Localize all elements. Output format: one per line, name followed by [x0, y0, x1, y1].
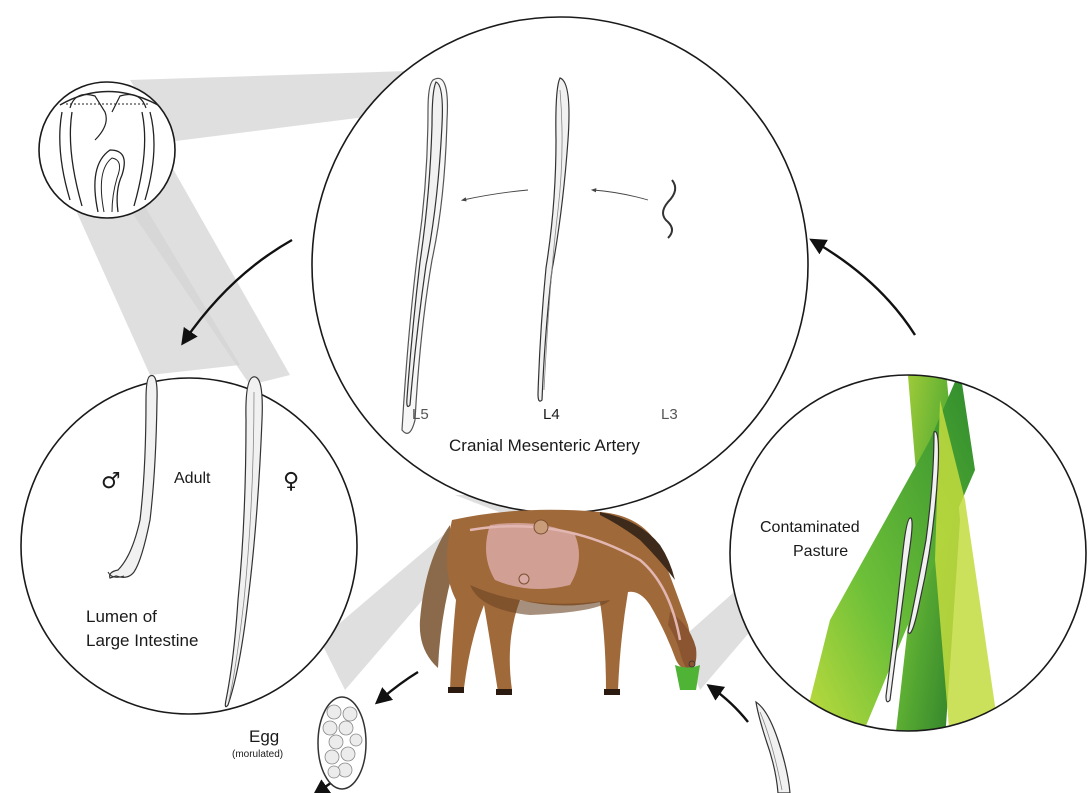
female-symbol: ♀ [283, 469, 299, 494]
adult-label: Adult [174, 470, 211, 487]
morulated-egg-icon [318, 697, 366, 789]
adult-inset: ♂ ♀ Adult Lumen of Large Intestine [21, 376, 357, 715]
arrow-larva-to-horse [712, 688, 748, 722]
pasture-inset: Contaminated Pasture [730, 340, 1086, 740]
egg-label: Egg [249, 727, 279, 746]
stage-label-l3: L3 [661, 406, 678, 423]
egg-sublabel: (morulated) [232, 749, 283, 760]
artery-inset: L5 L4 L3 Cranial Mesenteric Artery [312, 17, 808, 513]
mouthparts-inset [39, 82, 175, 218]
stage-label-l4: L4 [543, 406, 560, 423]
arrow-horse-to-egg [380, 672, 418, 700]
lumen-label-line2: Large Intestine [86, 631, 198, 650]
male-symbol: ♂ [101, 469, 121, 494]
pasture-label-line1: Contaminated [760, 519, 860, 536]
arrow-pasture-to-artery [815, 242, 915, 335]
stage-label-l5: L5 [412, 406, 429, 423]
lumen-label-line1: Lumen of [86, 607, 157, 626]
pasture-label-line2: Pasture [793, 543, 848, 560]
cranial-artery-label: Cranial Mesenteric Artery [449, 436, 640, 455]
grazing-horse-icon [420, 510, 700, 695]
